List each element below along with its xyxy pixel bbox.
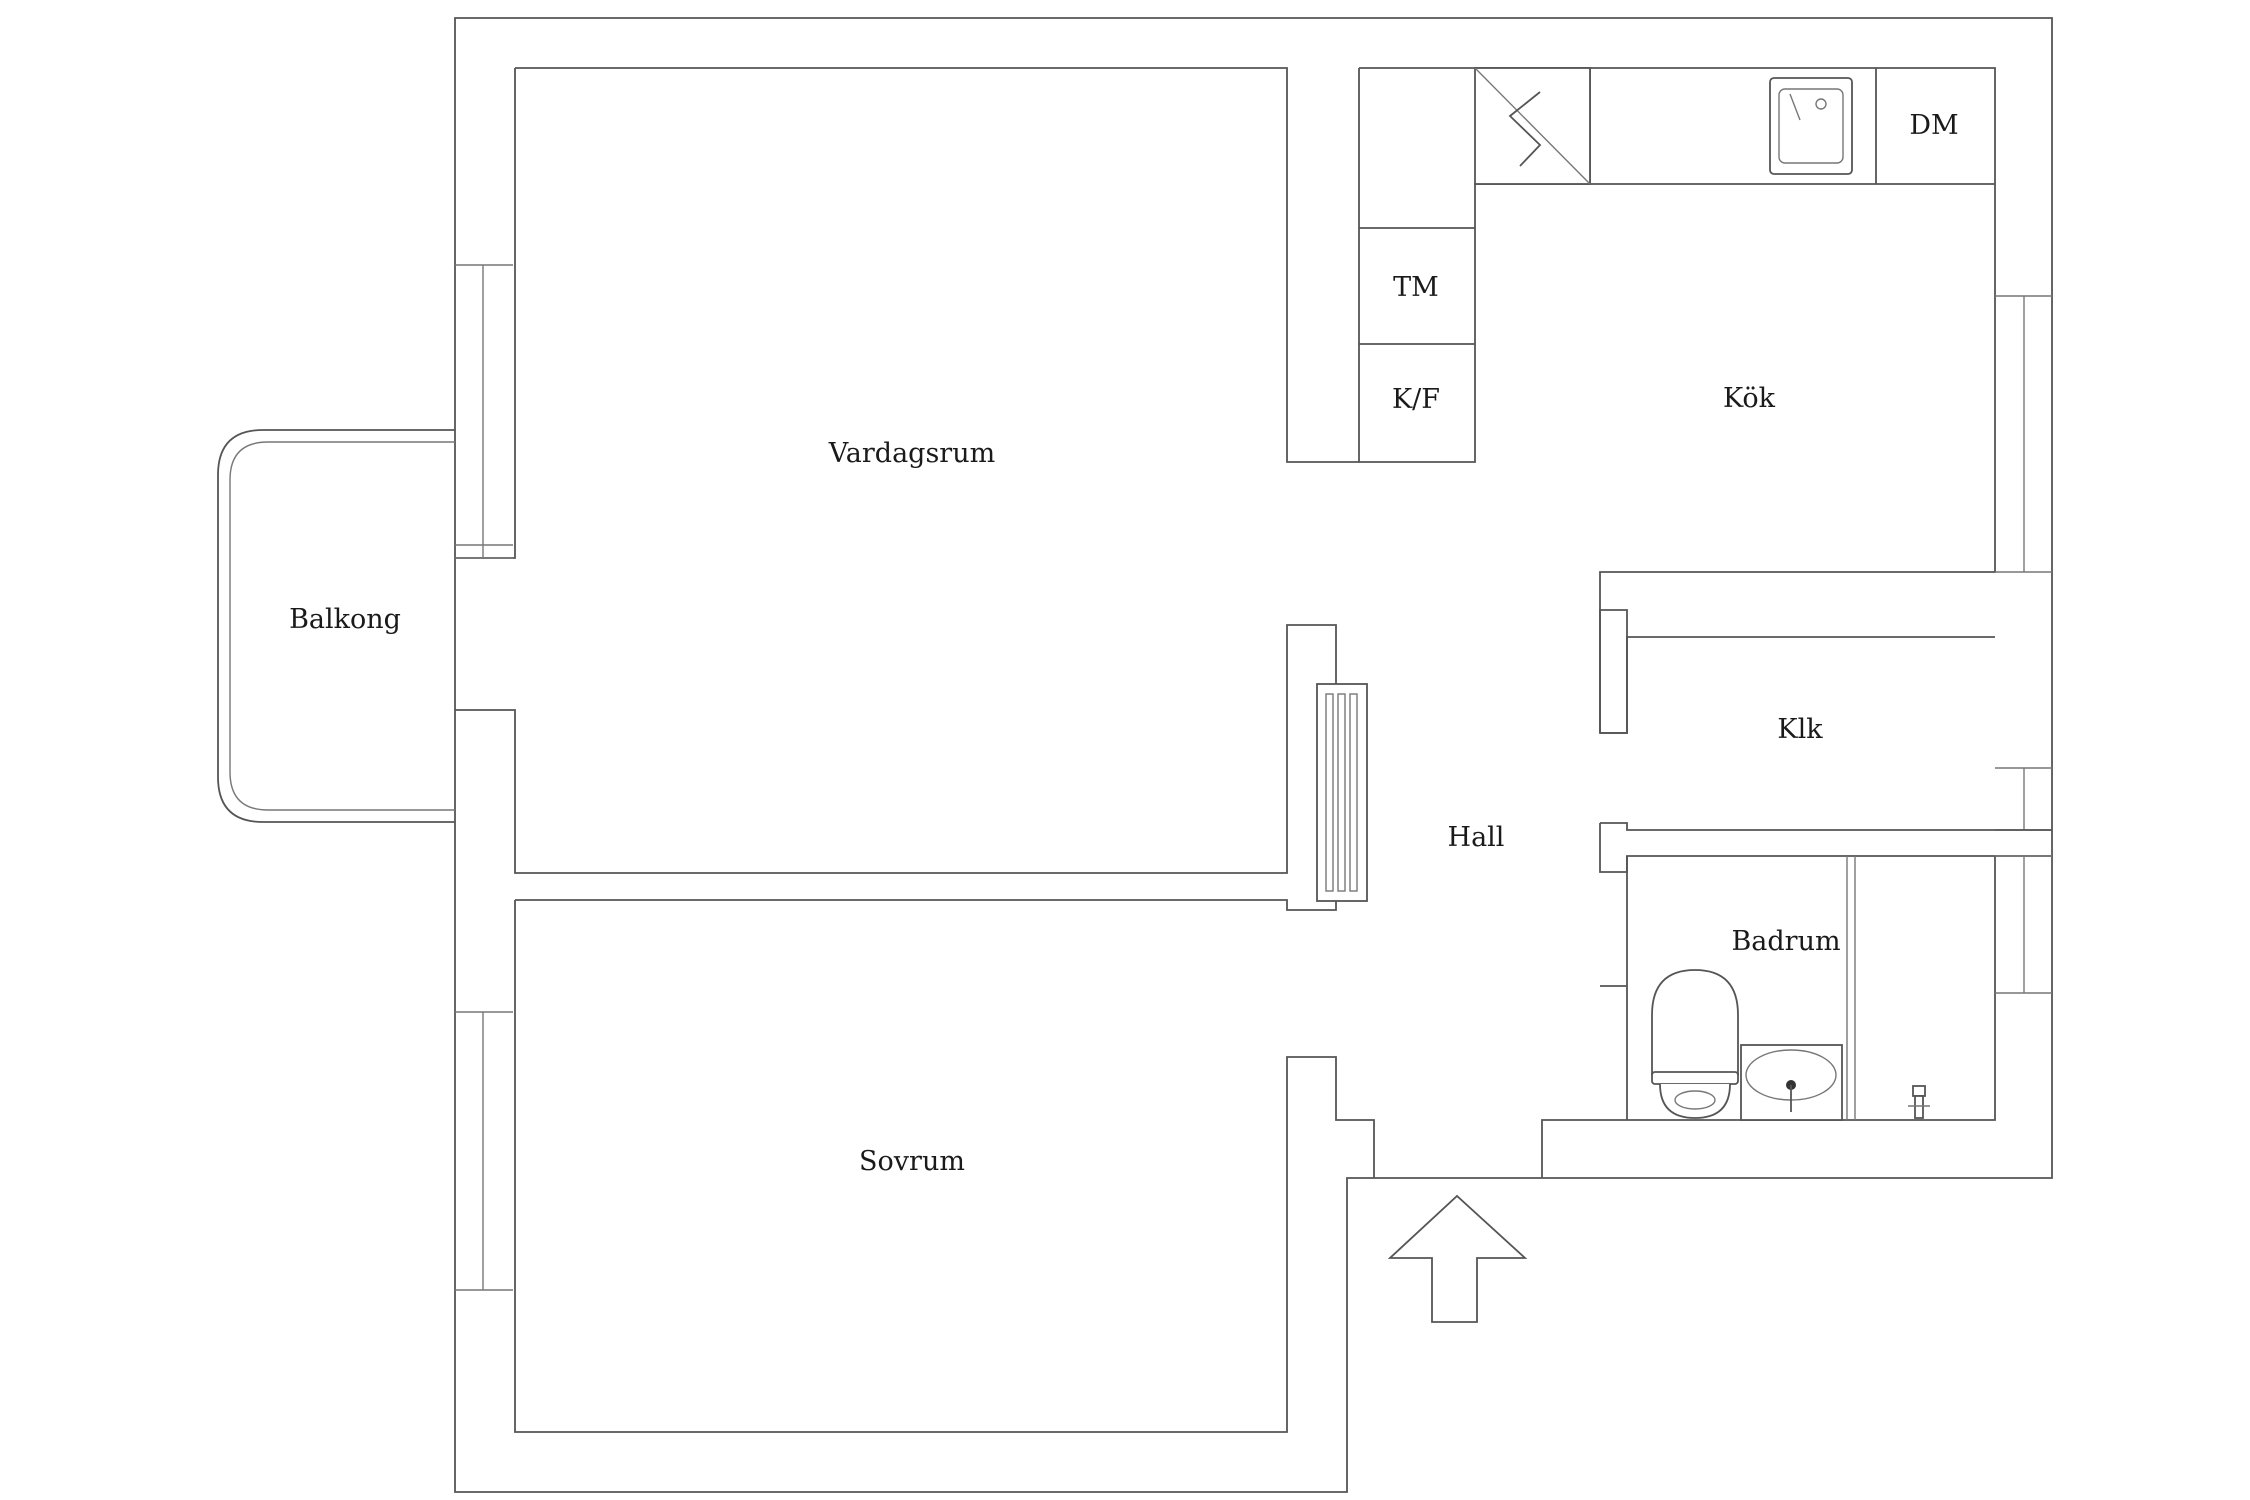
kitchen-window xyxy=(1995,295,2052,573)
living-room-window xyxy=(455,264,513,559)
entrance-arrow-icon xyxy=(1387,1194,1528,1323)
kitchen-sink-icon xyxy=(1769,77,1853,175)
label-dm: DM xyxy=(1909,110,1958,141)
living-room-wall xyxy=(515,67,1359,463)
closet-wall xyxy=(1599,609,1628,733)
toilet-icon xyxy=(1651,969,1739,1119)
bedroom-window xyxy=(455,1011,513,1291)
label-vardagsrum: Vardagsrum xyxy=(828,438,995,469)
closet-window xyxy=(1995,767,2052,831)
label-kok: Kök xyxy=(1723,383,1776,414)
stove-icon xyxy=(1474,67,1591,185)
washbasin-icon xyxy=(1740,1044,1843,1121)
balcony xyxy=(217,429,455,823)
label-sovrum: Sovrum xyxy=(859,1146,965,1177)
bedroom-wall xyxy=(514,900,1375,1433)
label-tm: TM xyxy=(1393,272,1439,303)
label-kf: K/F xyxy=(1392,384,1440,415)
shower-icon xyxy=(1908,1085,1930,1119)
radiator-icon xyxy=(1316,683,1368,902)
bathroom-window xyxy=(1995,855,2052,994)
bathroom-wall xyxy=(1541,856,1996,1178)
outer-wall xyxy=(454,17,2053,1493)
kitchen-counter xyxy=(1358,67,1996,734)
label-klk: Klk xyxy=(1777,714,1823,745)
label-badrum: Badrum xyxy=(1731,926,1840,957)
label-hall: Hall xyxy=(1448,822,1505,853)
label-balkong: Balkong xyxy=(289,604,401,635)
